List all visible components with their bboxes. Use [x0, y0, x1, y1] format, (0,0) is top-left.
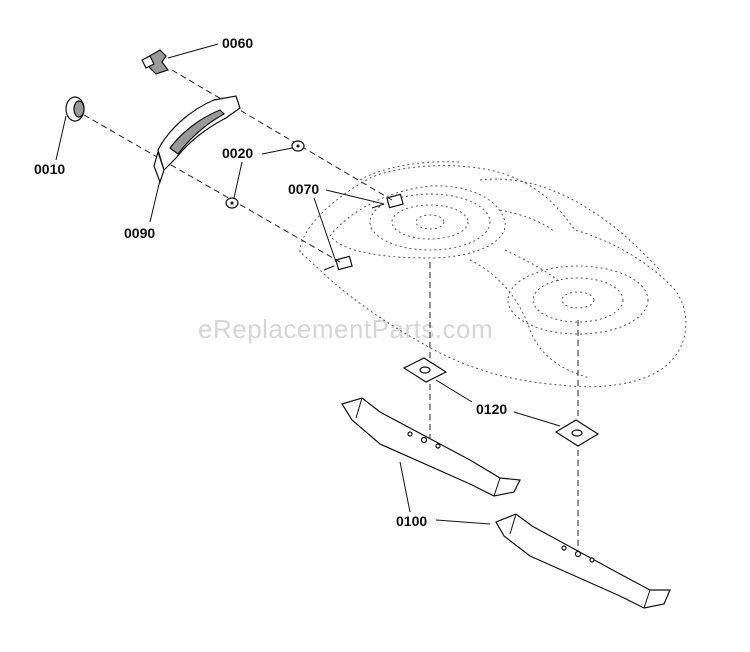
label-0070: 0070	[288, 181, 319, 197]
label-0020: 0020	[222, 145, 253, 161]
blade-adapter-right	[554, 419, 600, 447]
leader-0020-a	[261, 147, 293, 155]
label-0090: 0090	[124, 225, 155, 241]
leader-0060	[167, 43, 219, 59]
watermark-text: eReplacementParts.com	[198, 314, 493, 344]
label-0060: 0060	[222, 35, 253, 51]
blade-left	[341, 397, 521, 497]
leader-0070-b	[313, 197, 337, 263]
label-0120: 0120	[476, 401, 507, 417]
leader-0120-a	[435, 379, 473, 403]
label-0010: 0010	[34, 161, 65, 177]
wing-handle	[141, 49, 169, 75]
blade-right	[495, 513, 671, 609]
washer-upper	[291, 140, 305, 152]
bolt-upper	[371, 193, 404, 209]
leader-0010	[55, 115, 67, 161]
leader-0020-b	[233, 161, 243, 199]
blade-adapter-left	[402, 357, 448, 383]
leader-0070-a	[325, 189, 385, 205]
leader-0090	[149, 179, 161, 223]
deflector-bracket	[153, 95, 241, 184]
leader-0120-b	[513, 411, 561, 427]
leader-0100-a	[399, 461, 411, 513]
bolt-lower	[323, 255, 353, 271]
leader-0100-b	[435, 519, 491, 525]
knob	[65, 96, 85, 122]
label-0100: 0100	[396, 513, 427, 529]
mower-deck	[299, 161, 687, 388]
washer-lower	[225, 197, 239, 209]
